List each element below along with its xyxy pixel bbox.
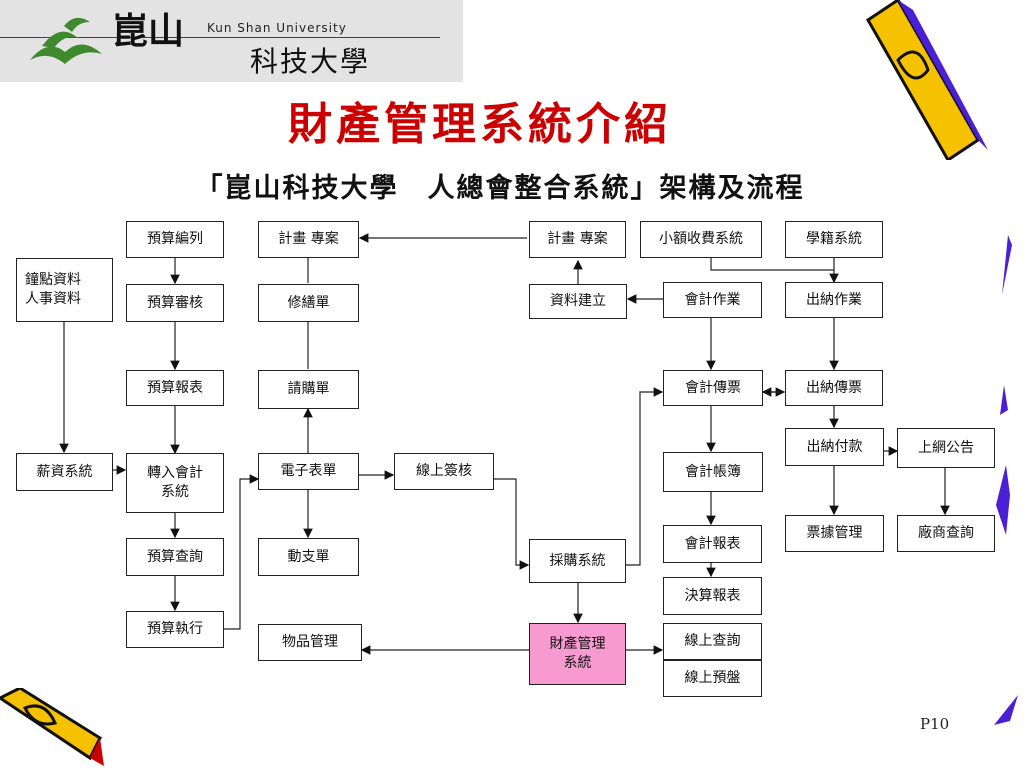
box-accounting-operations: 會計作業 xyxy=(663,282,762,318)
slide-subtitle: 「崑山科技大學 人總會整合系統」架構及流程 xyxy=(195,173,805,204)
box-budget-planning: 預算編列 xyxy=(126,221,224,258)
box-transfer-accounting: 轉入會計 系統 xyxy=(126,453,224,513)
slide-title: 財產管理系統介紹 xyxy=(288,99,672,150)
box-repair-form: 修繕單 xyxy=(258,284,359,322)
box-petty-fee-system: 小額收費系統 xyxy=(640,221,762,258)
box-hours-personnel-data: 鐘點資料 人事資料 xyxy=(16,258,113,322)
box-plan-project-1: 計畫 專案 xyxy=(258,221,359,258)
box-online-preinventory: 線上預盤 xyxy=(663,660,762,697)
pencil-icon-bottom xyxy=(0,688,104,766)
box-online-announcement: 上網公告 xyxy=(897,428,995,468)
logo-divider xyxy=(0,37,440,38)
box-vendor-query: 廠商查詢 xyxy=(897,515,995,552)
box-accounting-ledger: 會計帳簿 xyxy=(663,452,763,492)
box-expenditure-form: 動支單 xyxy=(258,538,359,576)
university-logo-icon xyxy=(30,17,102,64)
box-cashier-voucher: 出納傳票 xyxy=(785,370,883,406)
pencil-icon-top xyxy=(866,0,988,160)
box-budget-execution: 預算執行 xyxy=(126,611,224,648)
box-budget-report: 預算報表 xyxy=(126,370,224,406)
box-purchase-request: 請購單 xyxy=(258,370,359,409)
box-budget-review: 預算審核 xyxy=(126,284,224,322)
box-accounting-report: 會計報表 xyxy=(663,525,762,563)
box-cashier-payment: 出納付款 xyxy=(785,428,884,466)
box-property-management-system: 財產管理 系統 xyxy=(529,623,626,685)
box-accounting-voucher: 會計傳票 xyxy=(663,370,763,406)
box-salary-system: 薪資系統 xyxy=(16,453,113,491)
box-student-records: 學籍系統 xyxy=(785,221,883,258)
box-plan-project-2: 計畫 專案 xyxy=(529,221,626,258)
page-number: P10 xyxy=(920,715,950,733)
box-procurement-system: 採購系統 xyxy=(529,539,626,583)
box-budget-query: 預算查詢 xyxy=(126,538,224,576)
box-goods-management: 物品管理 xyxy=(258,624,362,661)
box-online-query: 線上查詢 xyxy=(663,623,762,660)
box-electronic-form: 電子表單 xyxy=(258,453,359,490)
box-final-accounts-report: 決算報表 xyxy=(663,577,762,615)
purple-accent-icons xyxy=(994,235,1018,725)
logo-english-name: Kun Shan University xyxy=(207,21,347,35)
box-bill-management: 票據管理 xyxy=(785,515,884,552)
logo-chinese-name-2: 科技大學 xyxy=(250,45,371,78)
box-online-approval: 線上簽核 xyxy=(394,453,494,490)
logo-chinese-name-1: 崑山 xyxy=(112,10,185,52)
box-data-creation: 資料建立 xyxy=(529,284,627,319)
logo-banner xyxy=(0,0,463,82)
box-cashier-operations: 出納作業 xyxy=(785,282,883,318)
